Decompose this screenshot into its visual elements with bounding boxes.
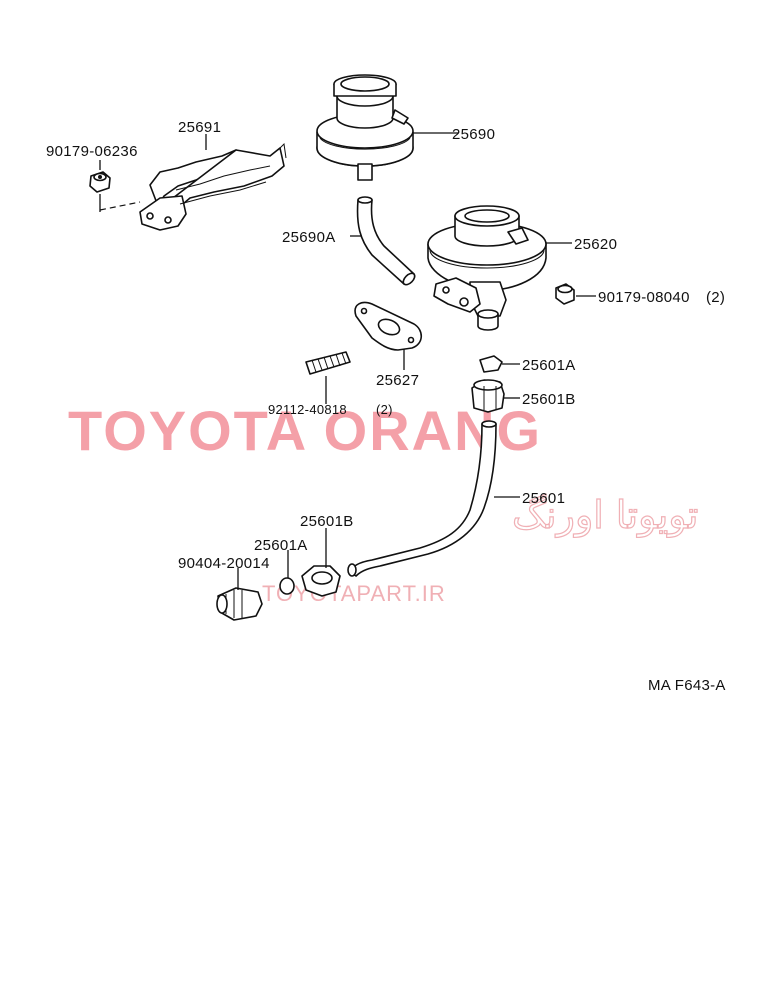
- bracket-25691: [139, 142, 287, 231]
- pipe-25601: [347, 420, 497, 577]
- label-92112-40818: 92112-40818: [268, 402, 347, 417]
- label-90179-08040: 90179-08040: [598, 289, 690, 306]
- label-25601A-top: 25601A: [522, 357, 576, 374]
- modulator-25690: [316, 74, 414, 181]
- nut-90179-08040: [555, 283, 575, 305]
- label-90404-20014: 90404-20014: [178, 555, 270, 572]
- figure-code: MA F643-A: [648, 677, 726, 694]
- hose-25690A: [356, 196, 416, 286]
- label-25690: 25690: [452, 126, 495, 143]
- label-25690A: 25690A: [282, 229, 336, 246]
- label-25601B-top: 25601B: [522, 391, 576, 408]
- stud-92112-40818: [305, 351, 351, 375]
- label-25627: 25627: [376, 372, 419, 389]
- label-90179-06236: 90179-06236: [46, 143, 138, 160]
- watermark-persian: تویوتا اورنگ: [512, 493, 699, 538]
- label-92112-40818-qty: (2): [376, 402, 393, 417]
- label-25691: 25691: [178, 119, 221, 136]
- nut-25601B-top: [471, 379, 505, 413]
- nut-25601B-bottom: [301, 565, 341, 597]
- leader-lines: [99, 132, 596, 590]
- ferrule-25601A-top: [479, 355, 503, 373]
- label-25601: 25601: [522, 490, 565, 507]
- watermark-title: TOYOTA ORANG: [68, 399, 542, 462]
- union-90404-20014: [216, 587, 263, 621]
- label-90179-08040-qty: (2): [706, 289, 725, 306]
- label-25601B-bottom: 25601B: [300, 513, 354, 530]
- ferrule-25601A-bottom: [279, 577, 295, 595]
- label-25601A-bottom: 25601A: [254, 537, 308, 554]
- nut-90179-06236: [89, 171, 111, 193]
- label-25620: 25620: [574, 236, 617, 253]
- egr-valve-25620: [427, 205, 547, 331]
- gasket-25627: [354, 301, 423, 351]
